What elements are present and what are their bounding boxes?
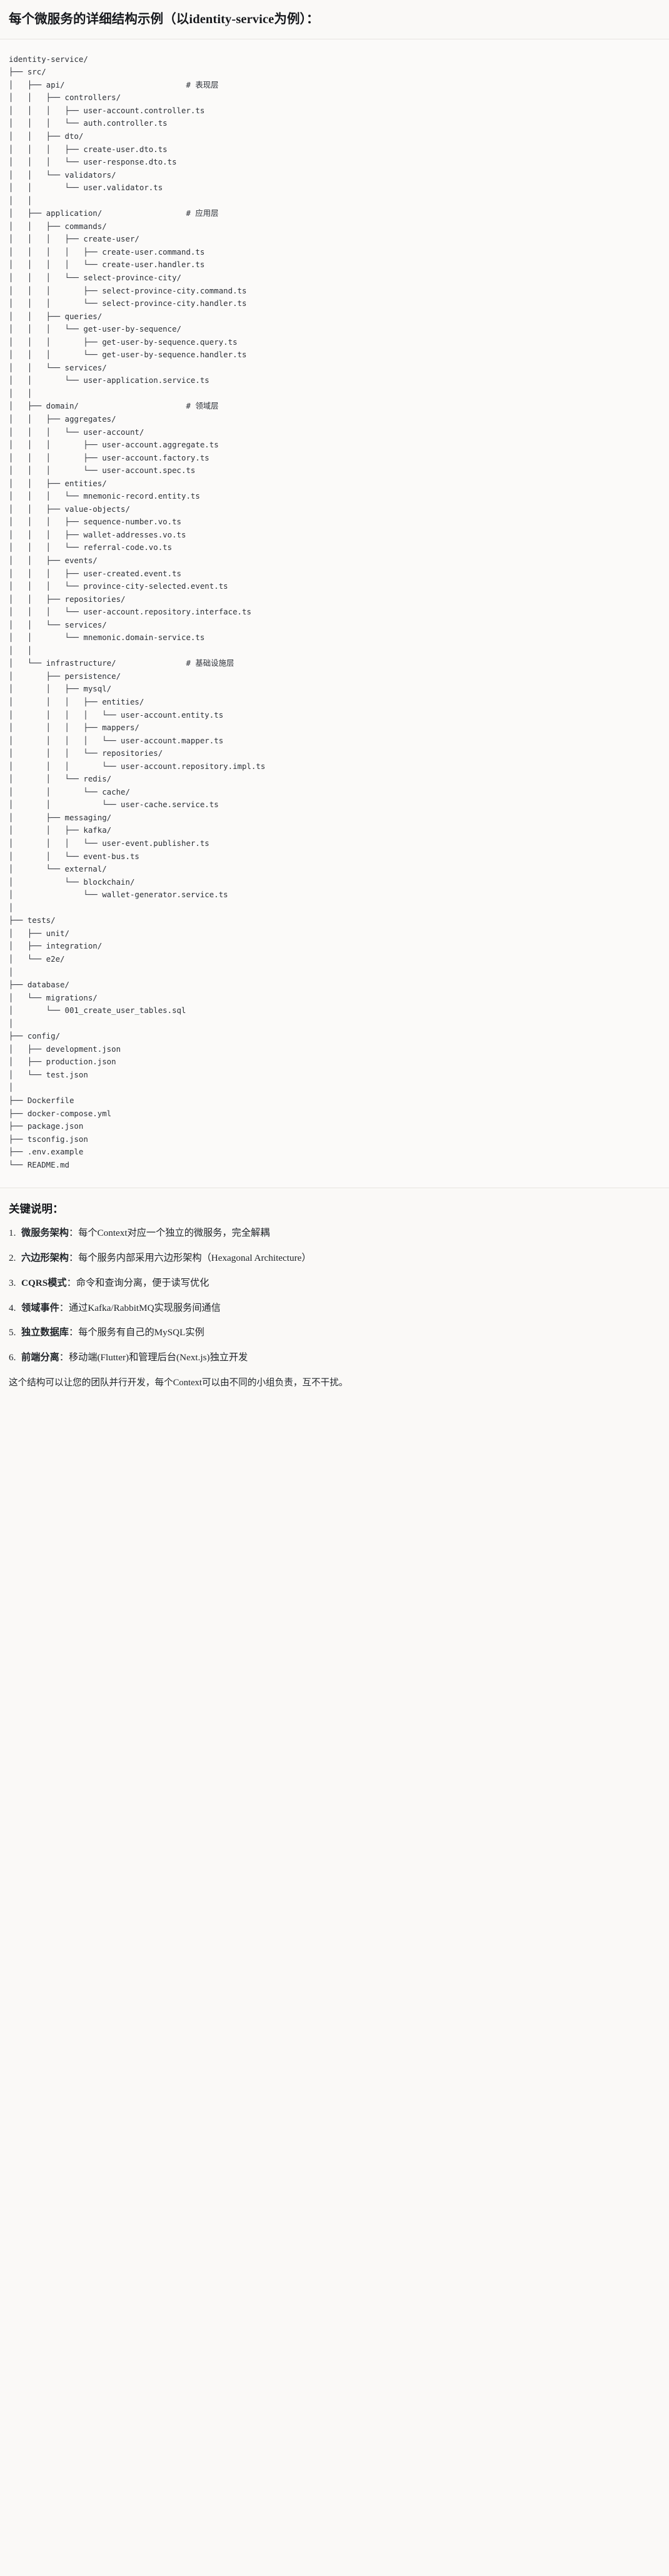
list-item-description: 每个服务有自己的MySQL实例 bbox=[78, 1327, 204, 1338]
list-item-separator: ： bbox=[68, 1327, 79, 1338]
list-item-description: 每个服务内部采用六边形架构（Hexagonal Architecture） bbox=[78, 1253, 311, 1264]
list-item-separator: ： bbox=[66, 1277, 76, 1288]
list-item: 6. 前端分离：移动端(Flutter)和管理后台(Next.js)独立开发 bbox=[9, 1351, 660, 1365]
list-item-description: 每个Context对应一个独立的微服务，完全解耦 bbox=[78, 1228, 270, 1239]
list-item-term: 六边形架构 bbox=[21, 1253, 69, 1264]
page-title: 每个微服务的详细结构示例（以identity-service为例）： bbox=[9, 13, 319, 26]
list-item-term: 前端分离 bbox=[21, 1352, 59, 1363]
key-notes-section: 关键说明： 1.微服务架构：每个Context对应一个独立的微服务，完全解耦 2… bbox=[0, 1188, 669, 2576]
list-item: 3. CQRS模式：命令和查询分离，便于读写优化 bbox=[9, 1276, 660, 1291]
list-item: 4. 领域事件：通过Kafka/RabbitMQ实现服务间通信 bbox=[9, 1301, 660, 1316]
list-item-description: 移动端(Flutter)和管理后台(Next.js)独立开发 bbox=[68, 1352, 248, 1363]
key-notes-footer: 这个结构可以让您的团队并行开发，每个Context可以由不同的小组负责，互不干扰… bbox=[9, 1378, 348, 1388]
list-item-number: 3. bbox=[9, 1277, 16, 1288]
list-item-term: 领域事件 bbox=[21, 1302, 59, 1313]
list-item-number: 6. bbox=[9, 1352, 16, 1363]
heading-section: 每个微服务的详细结构示例（以identity-service为例）： bbox=[0, 0, 669, 39]
list-item-description: 通过Kafka/RabbitMQ实现服务间通信 bbox=[68, 1302, 221, 1313]
directory-tree-block: identity-service/ ├── src/ │ ├── api/ # … bbox=[0, 39, 669, 1188]
directory-tree: identity-service/ ├── src/ │ ├── api/ # … bbox=[9, 54, 266, 1169]
list-item-number: 5. bbox=[9, 1327, 16, 1338]
list-item: 1. 微服务架构：每个Context对应一个独立的微服务，完全解耦 bbox=[9, 1226, 660, 1241]
list-item: 2. 六边形架构：每个服务内部采用六边形架构（Hexagonal Architec… bbox=[9, 1251, 660, 1266]
list-item-term: 独立数据库 bbox=[21, 1327, 69, 1338]
list-item-term: CQRS模式 bbox=[21, 1277, 67, 1288]
list-item-separator: ： bbox=[68, 1253, 79, 1264]
list-item-separator: ： bbox=[68, 1228, 79, 1239]
list-item-description: 命令和查询分离，便于读写优化 bbox=[76, 1277, 209, 1288]
list-item-number: 4. bbox=[9, 1302, 16, 1313]
list-item-separator: ： bbox=[59, 1352, 69, 1363]
list-item-separator: ： bbox=[59, 1302, 69, 1313]
list-item-number: 2. bbox=[9, 1253, 16, 1264]
key-notes-list: 1.微服务架构：每个Context对应一个独立的微服务，完全解耦 2.六边形架构… bbox=[9, 1226, 660, 1365]
key-notes-title: 关键说明： bbox=[9, 1203, 64, 1216]
list-item: 5. 独立数据库：每个服务有自己的MySQL实例 bbox=[9, 1326, 660, 1340]
list-item-term: 微服务架构 bbox=[21, 1228, 69, 1239]
list-item-number: 1. bbox=[9, 1228, 16, 1239]
